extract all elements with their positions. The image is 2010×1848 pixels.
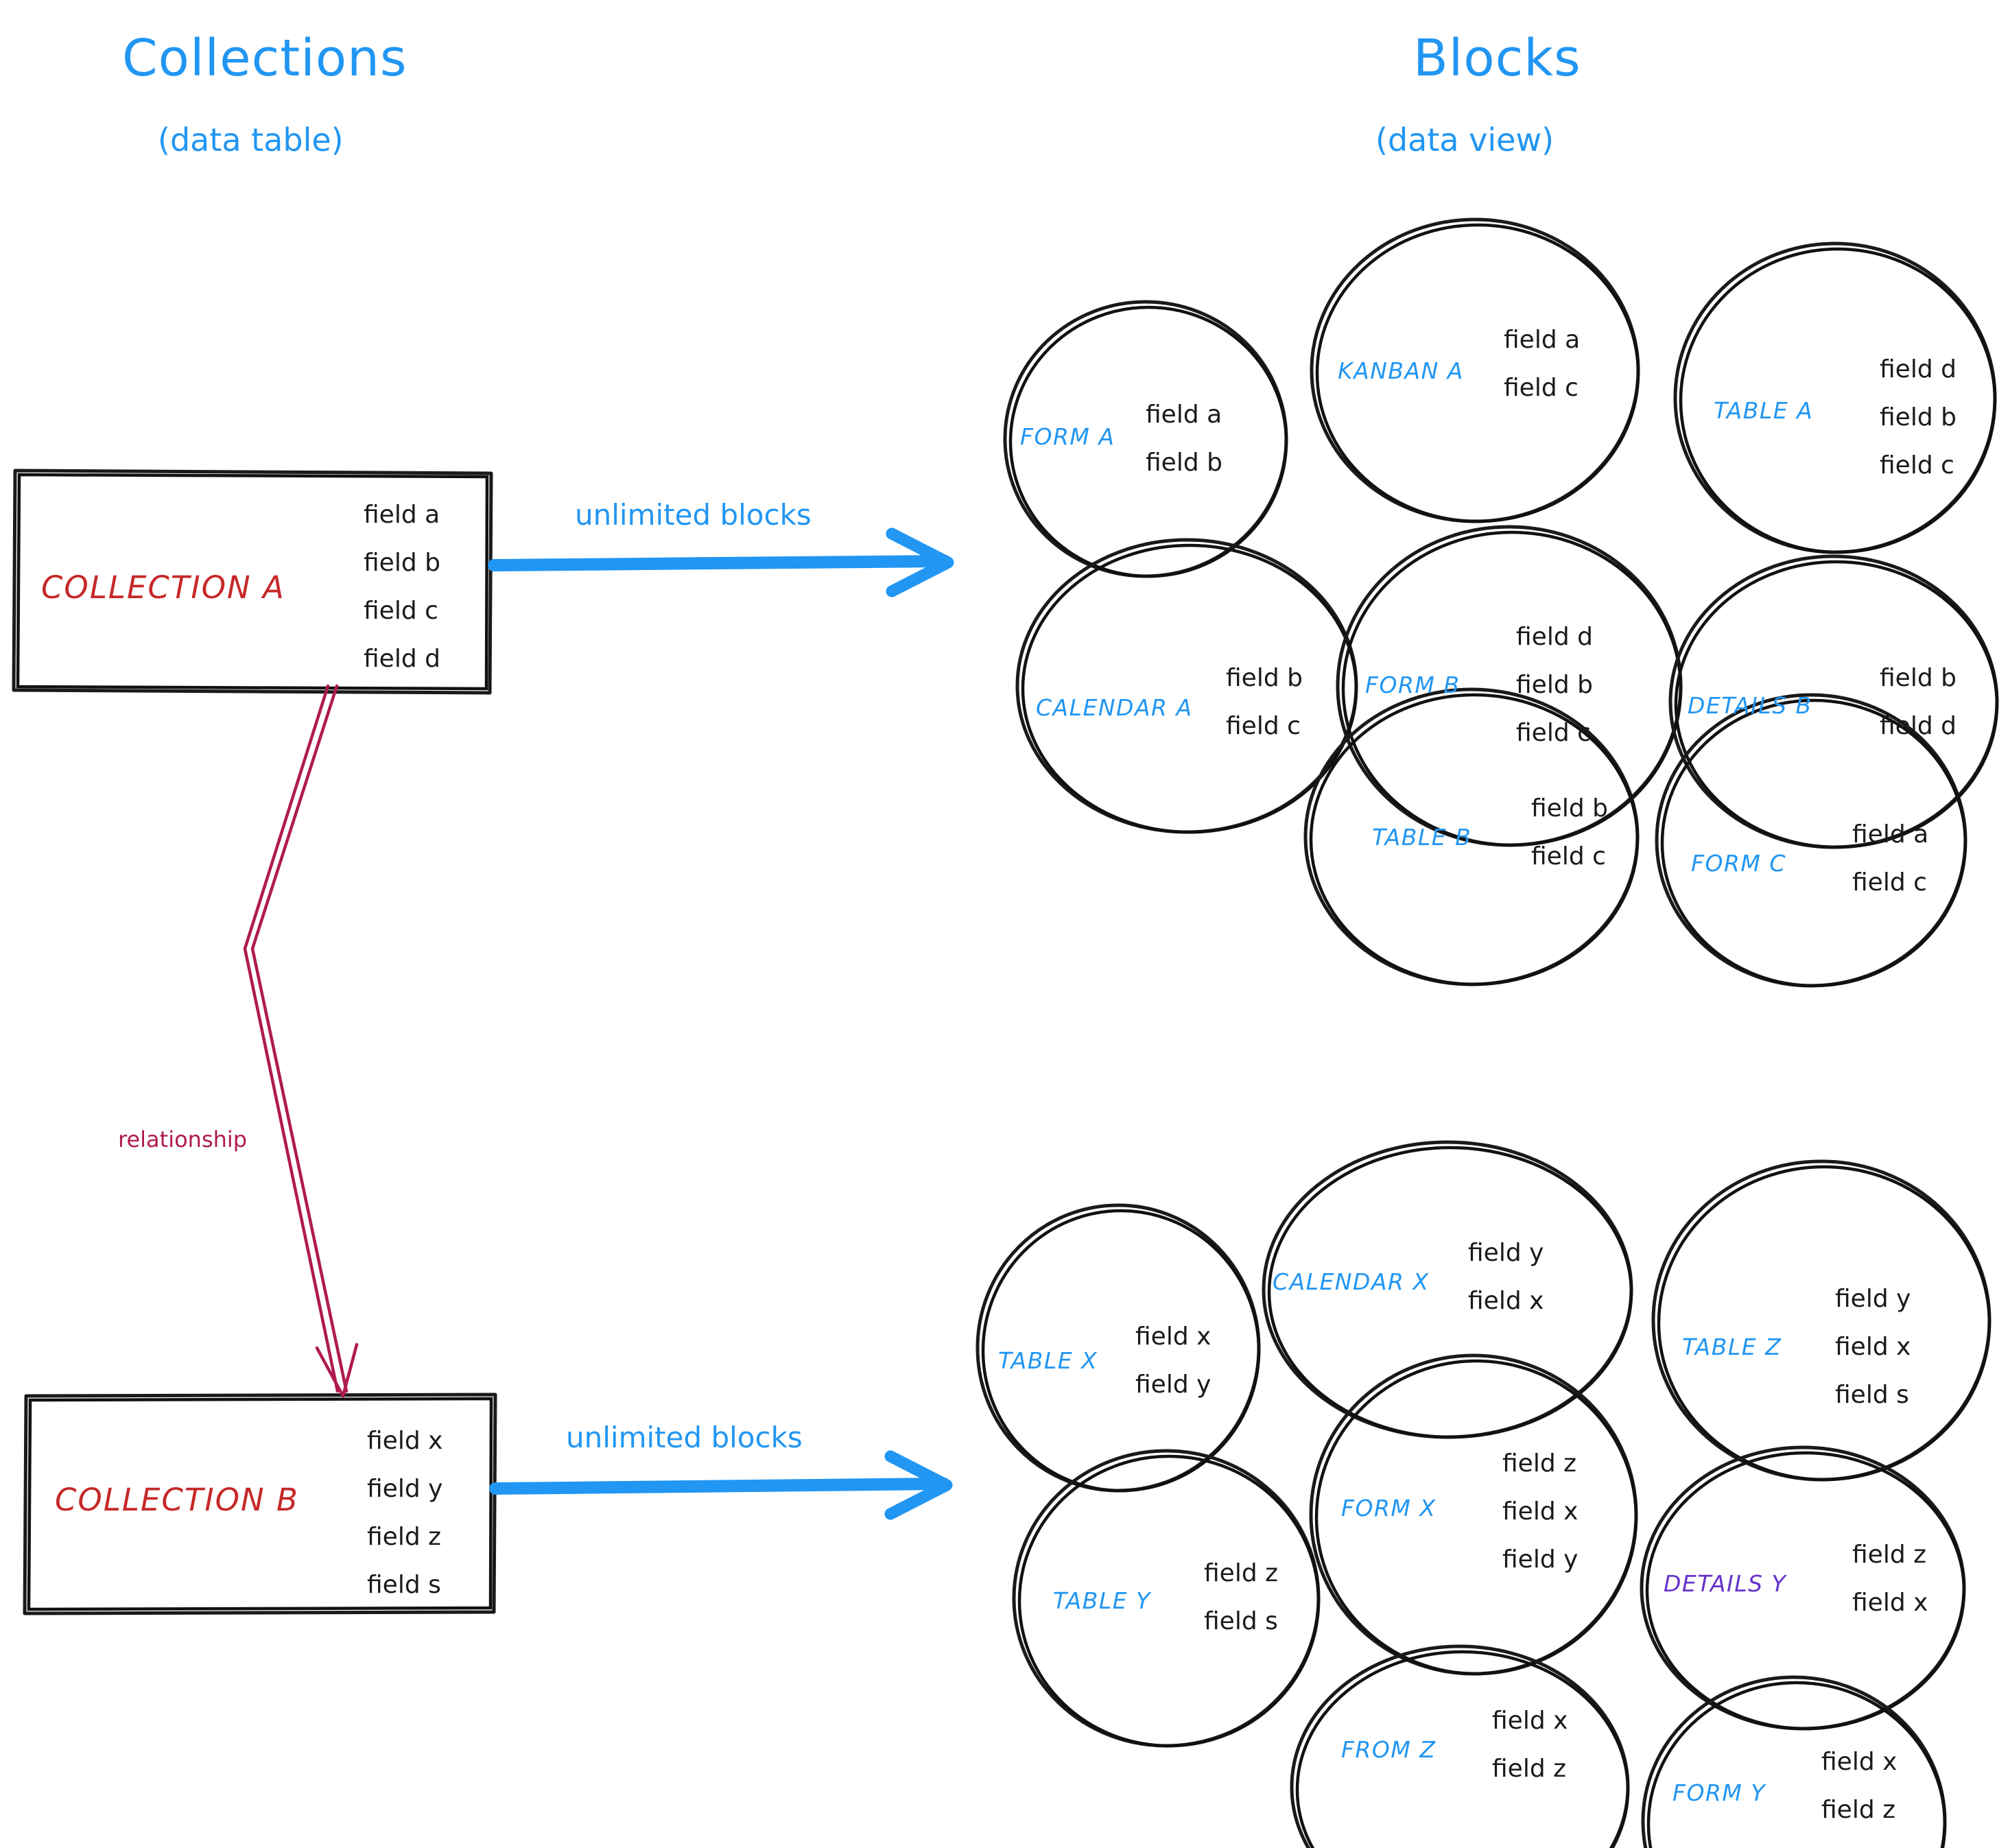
subtitle-blocks: (data view) <box>1375 121 1554 158</box>
relationship-connector <box>243 684 359 1398</box>
relationship-label: relationship <box>118 1126 247 1152</box>
page-title-blocks: Blocks <box>1413 29 1581 88</box>
block-label-details-y[interactable]: DETAILS Y <box>1664 1570 1788 1597</box>
block-ellipses-group-a <box>1003 217 1999 988</box>
block-field: field b <box>1516 671 1593 699</box>
block-label-from-z[interactable]: FROM Z <box>1341 1736 1436 1763</box>
block-label-table-y[interactable]: TABLE Y <box>1053 1587 1152 1614</box>
block-label-details-b[interactable]: DETAILS B <box>1688 692 1812 719</box>
block-field: field z <box>1204 1559 1278 1587</box>
arrow-label-a: unlimited blocks <box>575 498 812 532</box>
block-field: field x <box>1502 1497 1578 1526</box>
block-label-form-x[interactable]: FORM X <box>1341 1495 1436 1521</box>
unlimited-blocks-arrow-a <box>488 528 954 597</box>
collection-b-field: field y <box>367 1475 442 1503</box>
block-field: field b <box>1226 664 1303 692</box>
block-field: field d <box>1880 712 1956 740</box>
collection-a-name: COLLECTION A <box>41 569 285 606</box>
block-field: field d <box>1516 623 1593 651</box>
block-label-table-x[interactable]: TABLE X <box>998 1347 1098 1374</box>
block-label-kanban-a[interactable]: KANBAN A <box>1338 357 1464 384</box>
block-label-form-c[interactable]: FORM C <box>1691 850 1786 877</box>
block-field: field c <box>1504 374 1579 402</box>
collection-a-field: field a <box>364 501 440 529</box>
collection-b-box[interactable] <box>23 1393 497 1615</box>
block-label-form-a[interactable]: FORM A <box>1020 423 1115 450</box>
block-field: field z <box>1492 1755 1566 1783</box>
collection-b-field: field x <box>367 1427 442 1455</box>
collection-a-field: field b <box>364 549 440 577</box>
collection-b-name: COLLECTION B <box>55 1482 299 1518</box>
block-label-form-b[interactable]: FORM B <box>1365 672 1461 698</box>
block-field: field z <box>1821 1796 1895 1824</box>
block-field: field y <box>1502 1545 1578 1574</box>
block-field: field s <box>1835 1381 1909 1409</box>
block-field: field x <box>1492 1707 1568 1735</box>
block-field: field d <box>1880 355 1956 383</box>
block-field: field b <box>1880 664 1956 692</box>
collection-a-box[interactable] <box>12 469 493 695</box>
block-field: field c <box>1516 719 1591 747</box>
block-label-calendar-x[interactable]: CALENDAR X <box>1273 1268 1430 1295</box>
block-field: field x <box>1835 1333 1911 1361</box>
collection-a-field: field c <box>364 597 438 625</box>
collection-b-field: field z <box>367 1523 441 1551</box>
block-field: field c <box>1531 842 1606 870</box>
block-field: field x <box>1135 1323 1211 1351</box>
subtitle-collections: (data table) <box>158 121 344 158</box>
collection-a-field: field d <box>364 645 440 673</box>
block-field: field x <box>1821 1748 1897 1776</box>
block-field: field s <box>1204 1607 1278 1635</box>
block-field: field z <box>1502 1449 1576 1478</box>
block-field: field z <box>1852 1541 1926 1569</box>
block-field: field x <box>1468 1287 1544 1315</box>
unlimited-blocks-arrow-b <box>489 1450 953 1520</box>
block-label-table-b[interactable]: TABLE B <box>1372 824 1471 851</box>
block-field: field x <box>1852 1589 1928 1617</box>
arrow-label-b: unlimited blocks <box>566 1421 803 1454</box>
block-field: field c <box>1226 712 1301 740</box>
block-field: field a <box>1146 401 1222 429</box>
block-field: field y <box>1135 1371 1211 1399</box>
block-field: field b <box>1531 794 1608 822</box>
block-field: field b <box>1146 449 1222 477</box>
block-field: field y <box>1468 1239 1544 1267</box>
block-label-table-z[interactable]: TABLE Z <box>1682 1334 1782 1360</box>
block-label-calendar-a[interactable]: CALENDAR A <box>1036 694 1193 721</box>
page-title-collections: Collections <box>122 29 407 88</box>
block-field: field b <box>1880 403 1956 431</box>
block-label-table-a[interactable]: TABLE A <box>1714 397 1813 424</box>
block-field: field a <box>1852 820 1928 849</box>
block-field: field c <box>1852 868 1927 897</box>
block-ellipses-group-b <box>976 1140 1991 1848</box>
block-label-form-y[interactable]: FORM Y <box>1672 1779 1766 1806</box>
collection-b-field: field s <box>367 1571 441 1599</box>
block-field: field y <box>1835 1285 1911 1313</box>
block-field: field a <box>1504 326 1580 354</box>
block-field: field c <box>1880 451 1954 479</box>
